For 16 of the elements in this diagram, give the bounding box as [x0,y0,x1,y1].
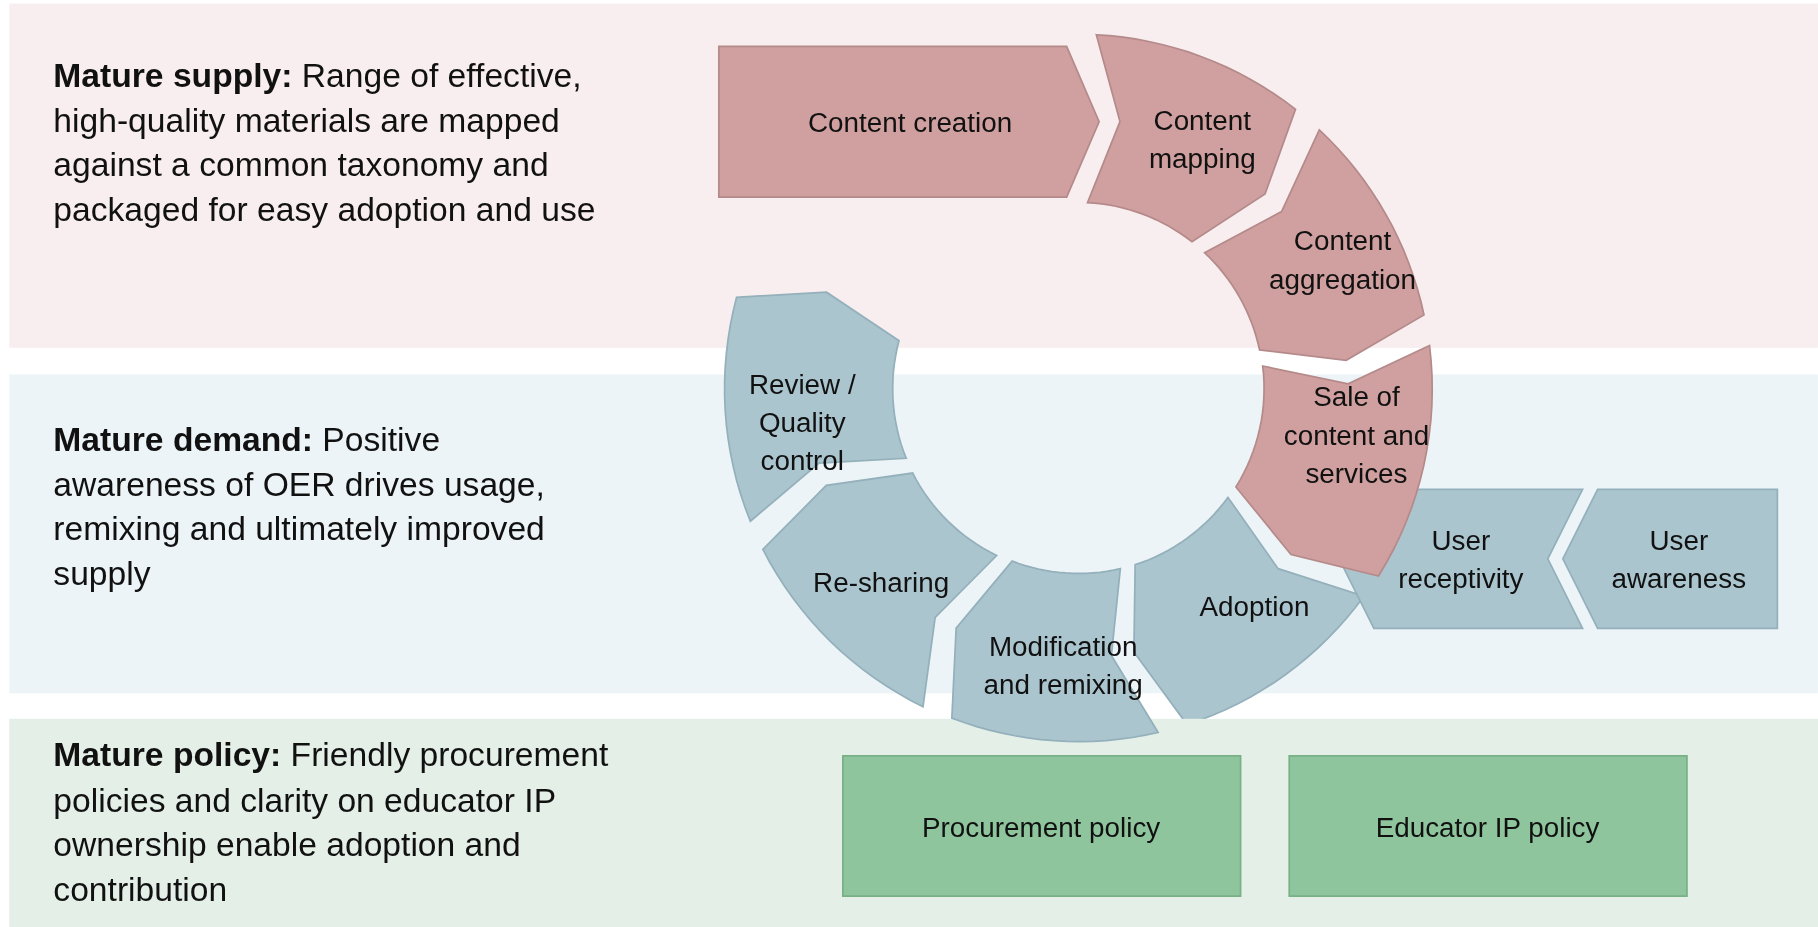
node-label: Educator IP policy [1374,810,1601,845]
node-label: Procurement policy [921,810,1162,845]
node-label: User awareness [1610,523,1748,596]
node-label: Re-sharing [812,565,951,600]
band-panel [9,718,1818,927]
node-label: Content aggregation [1268,223,1418,297]
node-label: Sale of content and services [1282,379,1431,491]
node-label: Review / Quality control [747,367,857,478]
node-label: Content creation [807,105,1014,140]
node-label: Modification and remixing [982,629,1144,703]
band-description: Mature policy: Friendly procurement policies and clarity on educator IP ownership enable adoption and contribution [53,735,610,910]
node-label: Adoption [1198,589,1311,624]
band-description: Mature demand: Positive awareness of OER drives usage, remixing and ultimately improved supply [53,419,546,594]
band-description: Mature supply: Range of effective, high-quality materials are mapped against a common taxonomy and packaged for easy adoption and use [53,55,597,230]
node-label: Content mapping [1147,103,1257,176]
node-label: User receptivity [1397,523,1525,596]
